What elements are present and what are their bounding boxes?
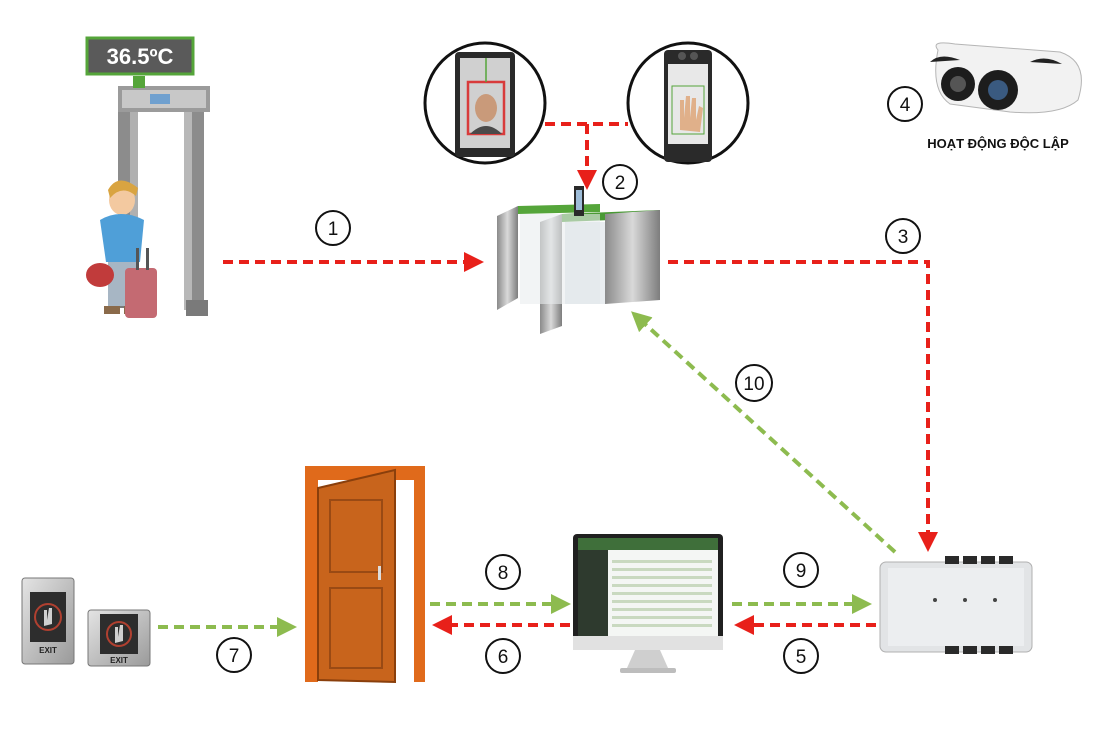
- step-4: 4: [887, 86, 923, 122]
- svg-text:5: 5: [796, 647, 807, 668]
- svg-text:8: 8: [498, 563, 509, 584]
- svg-text:7: 7: [229, 646, 240, 667]
- arrows: [158, 122, 938, 637]
- svg-text:1: 1: [328, 219, 339, 240]
- exit-button-small: EXIT: [87, 609, 151, 667]
- svg-text:10: 10: [743, 374, 764, 395]
- management-software-monitor: [573, 534, 723, 673]
- temperature-value: 36.5ºC: [107, 44, 174, 69]
- exit-label-small: EXIT: [110, 656, 128, 665]
- exit-label-large: EXIT: [39, 646, 57, 655]
- svg-text:4: 4: [900, 95, 911, 116]
- step-10: 10: [735, 364, 773, 402]
- svg-text:2: 2: [615, 173, 626, 194]
- arrow-3: [668, 260, 938, 552]
- svg-text:3: 3: [898, 227, 909, 248]
- speed-gate-turnstile: [497, 186, 660, 334]
- standalone-label: HOẠT ĐỘNG ĐỘC LẬP: [927, 136, 1069, 151]
- svg-text:6: 6: [498, 647, 509, 668]
- step-8: 8: [485, 554, 521, 590]
- step-markers: 1 2 3 4 5 6 7 8: [216, 86, 923, 674]
- step-5: 5: [783, 638, 819, 674]
- face-recognition-terminal: [423, 41, 547, 165]
- thermal-camera: [930, 42, 1082, 114]
- step-9: 9: [783, 552, 819, 588]
- step-6: 6: [485, 638, 521, 674]
- traveler-icon: [86, 180, 157, 318]
- svg-text:9: 9: [796, 561, 807, 582]
- palm-recognition-terminal: [626, 41, 750, 165]
- step-1: 1: [315, 210, 351, 246]
- access-controller-panel: [879, 556, 1033, 654]
- exit-button-large: EXIT: [21, 577, 75, 665]
- step-2: 2: [602, 164, 638, 200]
- temperature-display: 36.5ºC: [85, 36, 195, 88]
- step-7: 7: [216, 637, 252, 673]
- door: [305, 466, 425, 684]
- arrow-10: [631, 311, 897, 554]
- step-3: 3: [885, 218, 921, 254]
